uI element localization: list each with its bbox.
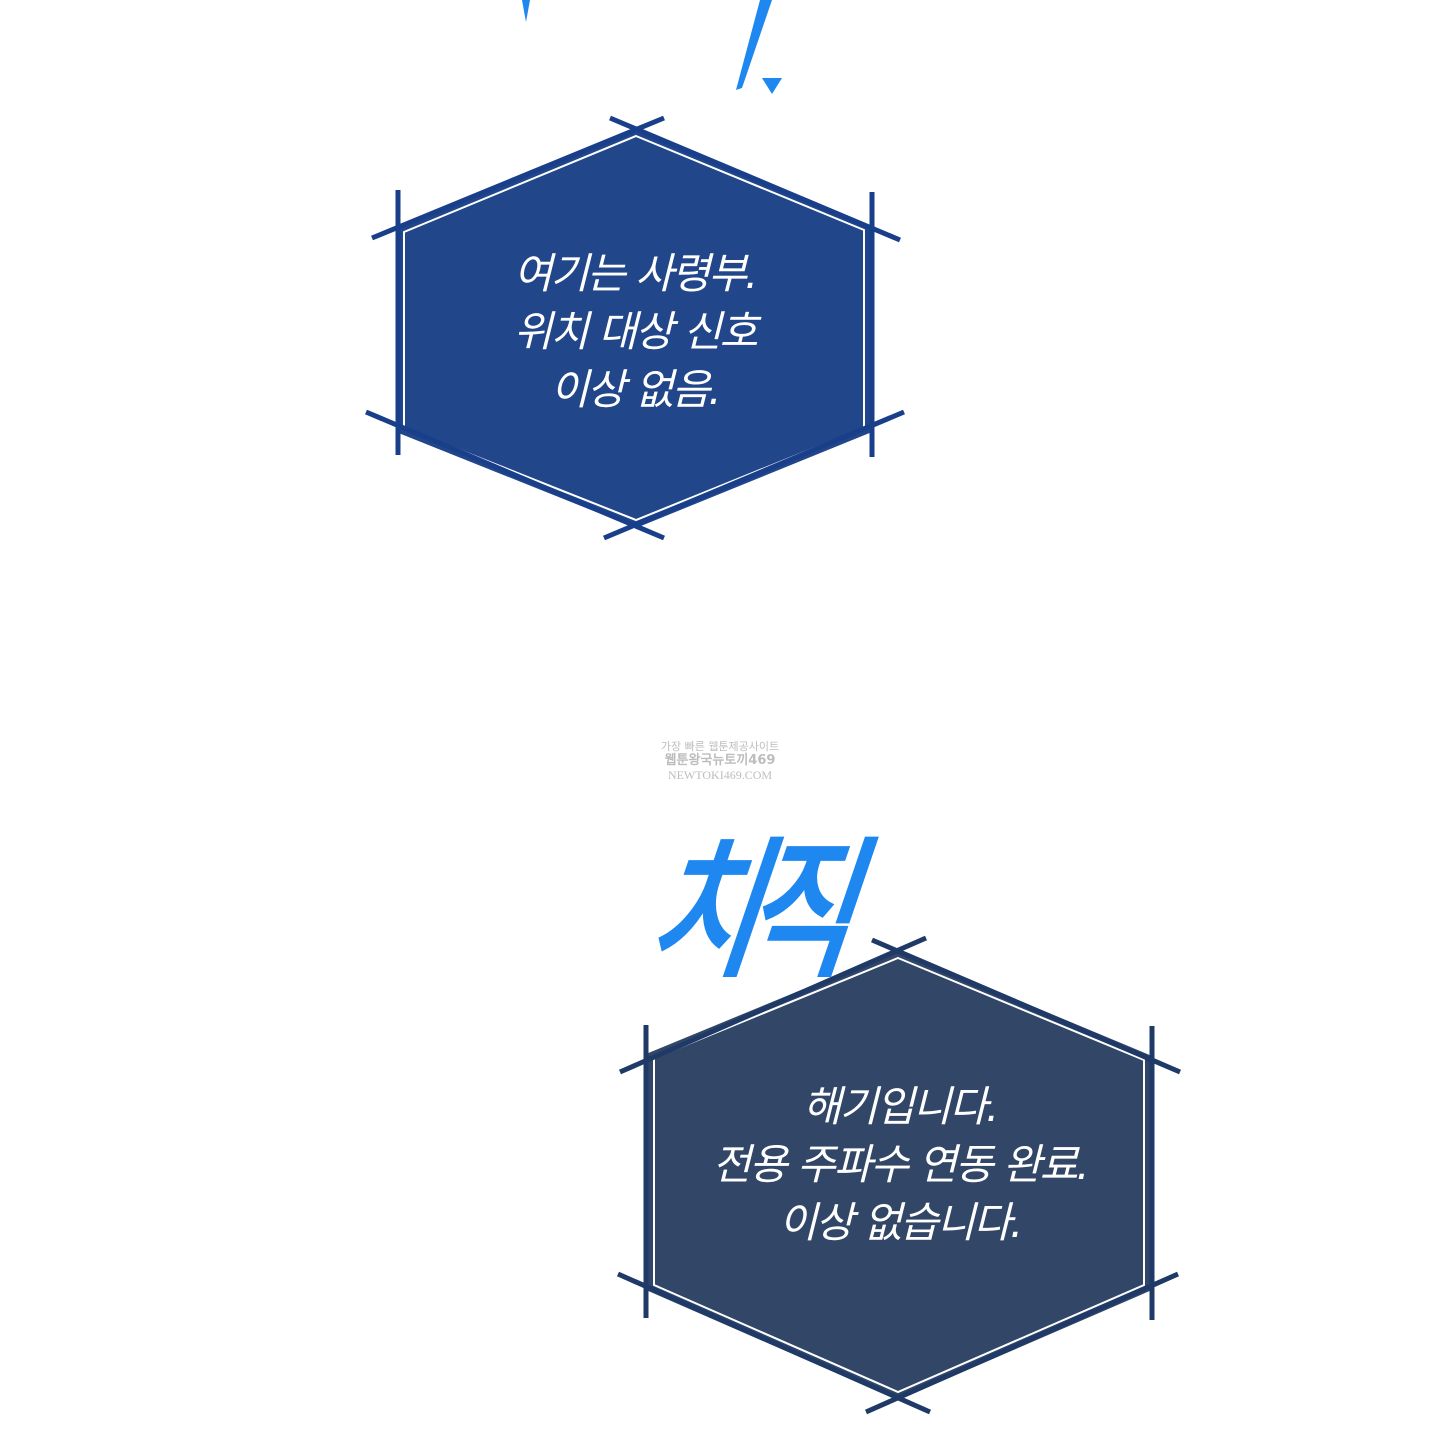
watermark-line2: 웹툰왕국뉴토끼469 — [664, 753, 776, 768]
hexagon-bubble-1 — [365, 115, 905, 541]
bubble-2-text: 해기입니다. 전용 주파수 연동 완료. 이상 없습니다. — [712, 1082, 1089, 1247]
sfx-dot — [762, 78, 782, 94]
hexagon-bubble-2 — [616, 935, 1181, 1415]
watermark: 가장 빠른 웹툰제공사이트 웹툰왕국뉴토끼469 NEWTOKI469.COM — [652, 740, 788, 782]
sound-effect: 치직 — [639, 825, 853, 999]
sfx-stroke-top — [736, 0, 772, 90]
watermark-line3: NEWTOKI469.COM — [667, 768, 773, 782]
sfx-stroke-top — [522, 0, 530, 22]
bubble-1-text: 여기는 사령부. 위치 대상 신호 이상 없음. — [513, 249, 759, 414]
watermark-line1: 가장 빠른 웹툰제공사이트 — [660, 740, 780, 753]
